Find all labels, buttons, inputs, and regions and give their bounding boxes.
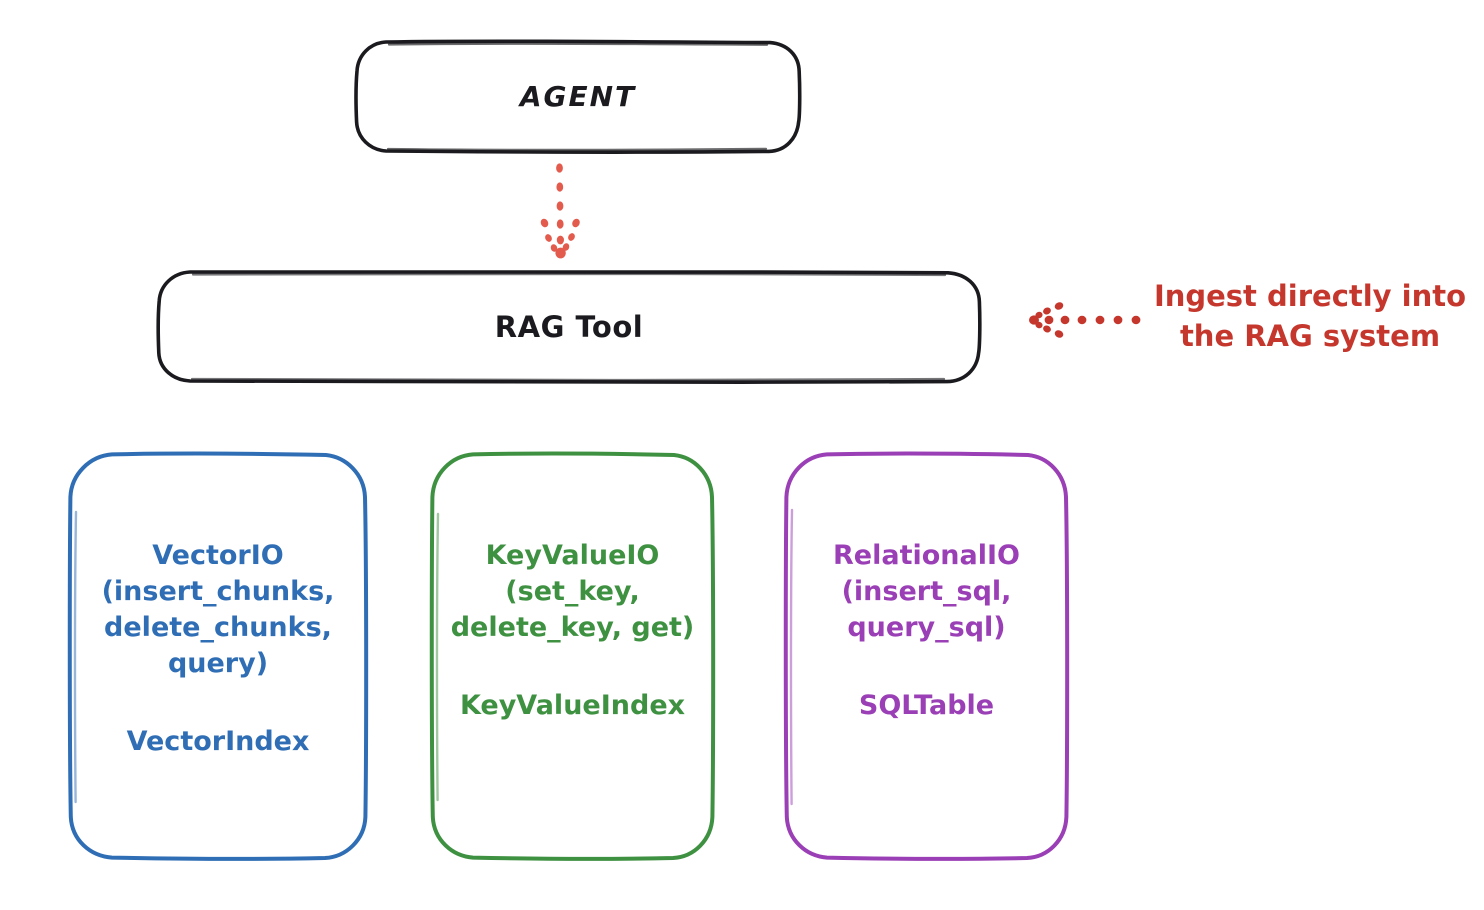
relational-io-store-label: SQLTable — [858, 690, 995, 721]
key-value-io-api-label: KeyValueIO (set_key, delete_key, get) — [450, 540, 695, 643]
vector-io-node-content: VectorIO (insert_chunks, delete_chunks, … — [68, 538, 368, 760]
agent-node-label: AGENT — [519, 80, 637, 113]
key-value-io-node-content: KeyValueIO (set_key, delete_key, get) Ke… — [430, 538, 715, 724]
ingest-annotation-text: Ingest directly into the RAG system — [1153, 279, 1467, 353]
vector-io-api-label: VectorIO (insert_chunks, delete_chunks, … — [101, 540, 335, 679]
rag-tool-node[interactable]: RAG Tool — [156, 269, 982, 385]
vector-io-store-label: VectorIndex — [126, 726, 310, 757]
relational-io-node-content: RelationalIO (insert_sql, query_sql) SQL… — [784, 538, 1069, 724]
key-value-io-store-label: KeyValueIndex — [459, 690, 686, 721]
vector-io-node[interactable]: VectorIO (insert_chunks, delete_chunks, … — [67, 451, 369, 861]
key-value-io-node[interactable]: KeyValueIO (set_key, delete_key, get) Ke… — [429, 451, 716, 861]
relational-io-node[interactable]: RelationalIO (insert_sql, query_sql) SQL… — [783, 451, 1070, 861]
agent-to-rag-tool-arrow — [540, 163, 580, 259]
ingest-annotation-arrow — [1029, 302, 1141, 338]
relational-io-api-label: RelationalIO (insert_sql, query_sql) — [833, 540, 1020, 643]
rag-tool-node-label: RAG Tool — [494, 309, 644, 344]
agent-node[interactable]: AGENT — [354, 39, 802, 154]
